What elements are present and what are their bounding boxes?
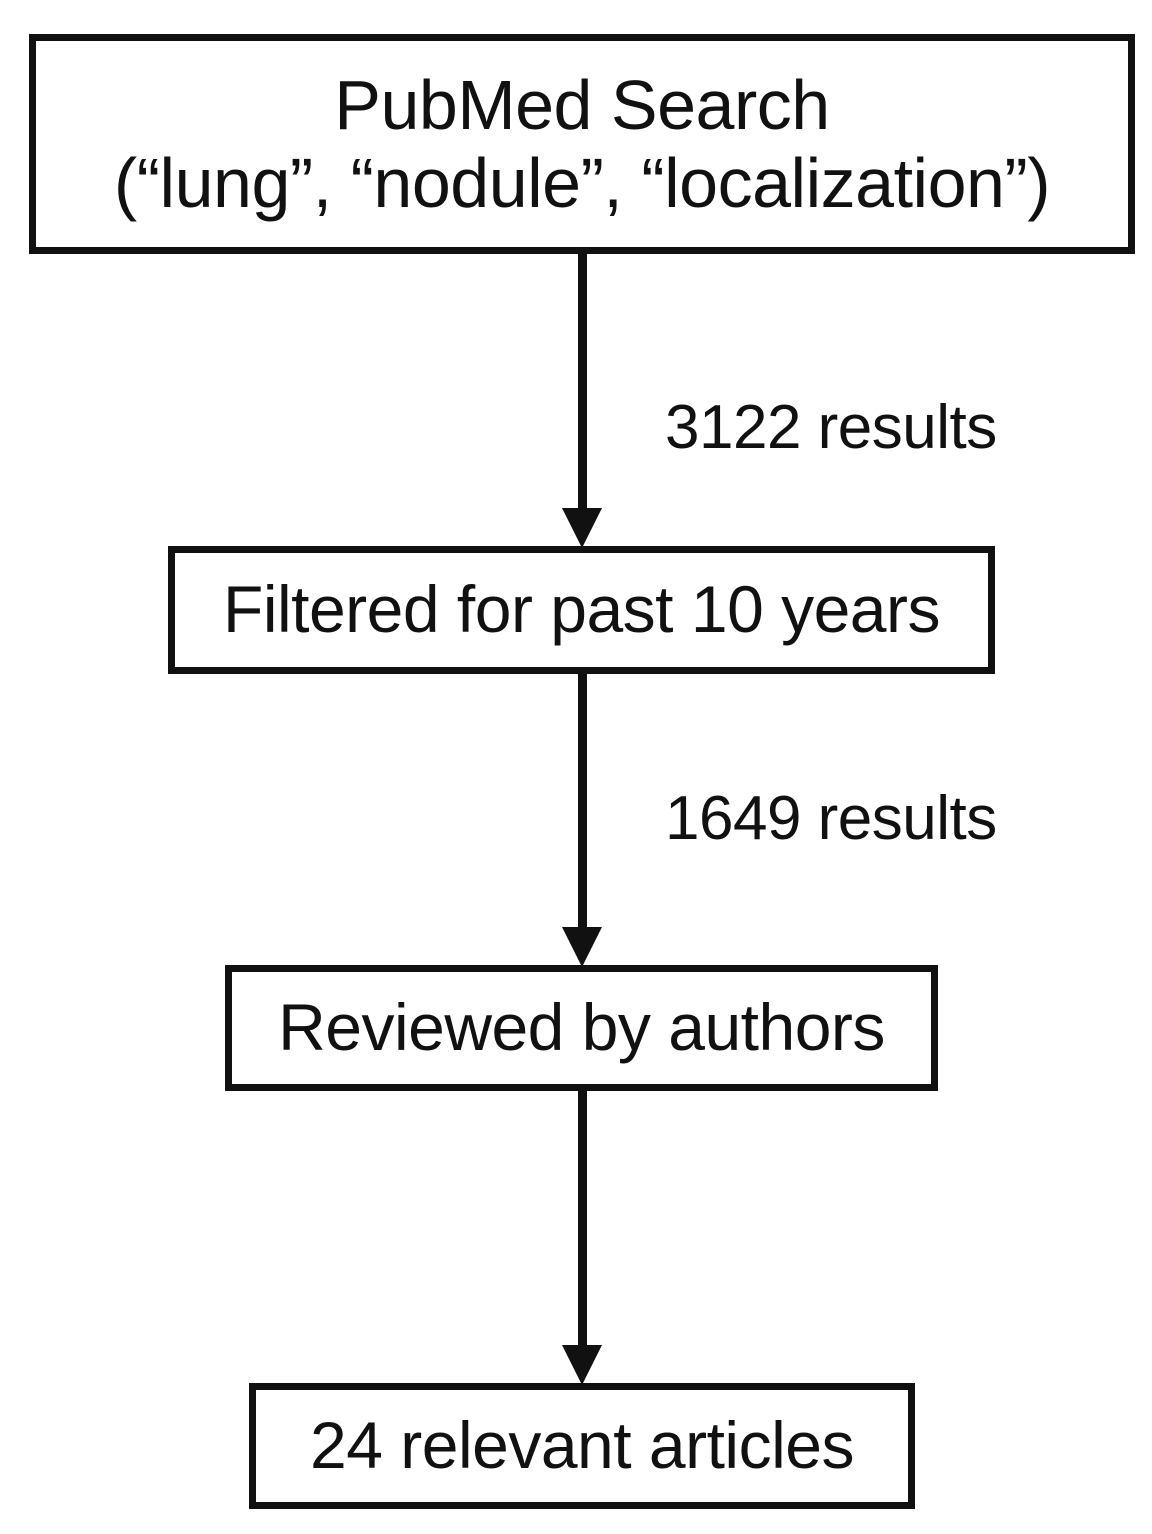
flowchart-node-24-relevant-articles: 24 relevant articles bbox=[249, 1383, 915, 1509]
arrow-head-down-icon bbox=[562, 927, 602, 967]
flowchart-node-label: Filtered for past 10 years bbox=[223, 572, 941, 647]
arrow-shaft bbox=[578, 250, 587, 512]
flowchart-node-label: PubMed Search (“lung”, “nodule”, “locali… bbox=[113, 65, 1051, 222]
flowchart-node-pubmed-search: PubMed Search (“lung”, “nodule”, “locali… bbox=[29, 34, 1135, 254]
flowchart-arrow-search-to-filtered bbox=[562, 250, 602, 550]
arrow-head-down-icon bbox=[562, 508, 602, 548]
arrow-head-down-icon bbox=[562, 1345, 602, 1385]
flowchart-node-label: 24 relevant articles bbox=[310, 1408, 854, 1483]
flowchart-node-filtered-past-10-years: Filtered for past 10 years bbox=[168, 546, 995, 674]
flowchart-arrow-reviewed-to-articles bbox=[562, 1087, 602, 1387]
arrow-shaft bbox=[578, 1087, 587, 1349]
flowchart-node-reviewed-by-authors: Reviewed by authors bbox=[225, 965, 938, 1091]
flowchart-edge-label-1649-results: 1649 results bbox=[665, 784, 997, 853]
flowchart-arrow-filtered-to-reviewed bbox=[562, 670, 602, 969]
arrow-shaft bbox=[578, 670, 587, 931]
flowchart-node-label: Reviewed by authors bbox=[278, 990, 885, 1065]
flowchart-edge-label-3122-results: 3122 results bbox=[665, 393, 997, 462]
